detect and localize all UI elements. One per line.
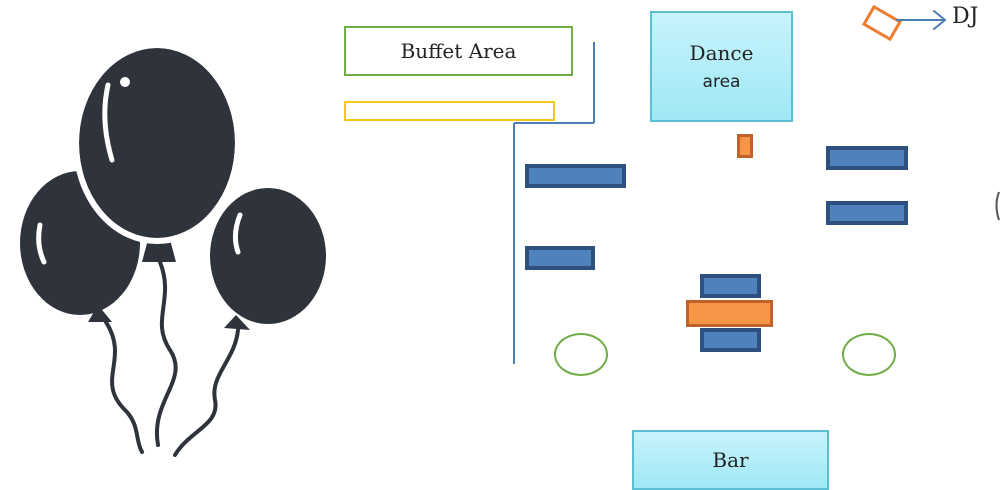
table-rect-right-1: [826, 146, 908, 170]
table-rect-right-2: [826, 201, 908, 225]
buffet-area-label: Buffet Area: [400, 39, 517, 63]
dance-area-box: Dance area: [650, 11, 793, 122]
table-center-orange: [686, 300, 773, 327]
dj-booth: [861, 4, 903, 42]
buffet-table: [344, 101, 555, 121]
balloons-icon: [20, 42, 326, 457]
table-rect-left-2: [525, 246, 595, 270]
bar-box: Bar: [632, 430, 829, 490]
table-rect-left-1: [525, 164, 626, 188]
bar-label: Bar: [712, 448, 749, 472]
arrow-right-icon: [896, 10, 947, 30]
dj-label: DJ: [952, 4, 979, 29]
dance-area-label-line2: area: [702, 71, 741, 92]
dance-area-label-line1: Dance: [689, 40, 754, 65]
small-orange-table: [737, 134, 753, 158]
table-center-top: [700, 274, 761, 298]
round-table-right: [842, 333, 896, 376]
buffet-area-box: Buffet Area: [344, 26, 573, 76]
round-table-left: [554, 333, 608, 376]
table-center-bottom: [700, 328, 761, 352]
